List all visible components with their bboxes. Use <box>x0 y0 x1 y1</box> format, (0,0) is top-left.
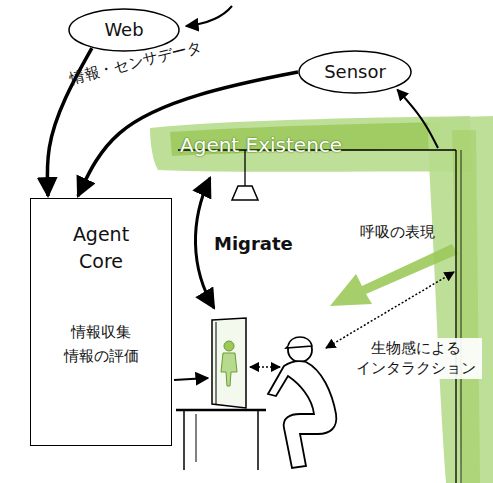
node-title: Web <box>104 19 143 42</box>
node-title: Sensor <box>324 61 386 84</box>
display-edge <box>216 322 217 404</box>
agent-core-box: Agent Core 情報収集 情報の評価 <box>30 198 172 446</box>
breathing-label: 呼吸の表現 <box>360 223 435 243</box>
wall-line <box>455 150 456 483</box>
migrate-label: Migrate <box>214 232 293 255</box>
breathing-arrow <box>330 244 458 306</box>
existence-band-horizontal <box>150 116 472 172</box>
ellipse-outline <box>299 51 411 93</box>
node-title: Agent Core <box>61 221 141 274</box>
node-body: 情報収集 情報の評価 <box>56 320 146 368</box>
person-body <box>268 361 336 468</box>
connector-arrow <box>397 90 438 148</box>
sensor-ellipse: Sensor <box>298 50 412 94</box>
agent-existence-band: Agent Existence <box>160 122 446 168</box>
core-to-display-arrow <box>174 378 208 380</box>
person-cap <box>286 337 312 348</box>
ellipse-outline <box>69 9 179 51</box>
agent-figure-head <box>224 341 234 351</box>
lamp-shade <box>232 186 258 200</box>
interaction-arrow <box>326 272 454 348</box>
desk-top <box>176 409 266 412</box>
incoming-arrow <box>186 6 232 26</box>
migrate-arrow <box>195 178 214 308</box>
interaction-label: 生物感による インタラクション <box>350 338 482 379</box>
desk-leg <box>257 410 259 470</box>
agent-figure-body <box>221 353 237 386</box>
wall-line-inner <box>461 150 462 483</box>
display-panel <box>212 318 246 408</box>
desk-leg <box>196 414 197 462</box>
existence-band-vertical <box>428 116 493 483</box>
gaze-arrow <box>250 366 280 368</box>
existence-band-vertical-streak <box>452 130 480 483</box>
node-title: Agent Existence <box>180 133 342 158</box>
desk-leg <box>183 410 185 470</box>
